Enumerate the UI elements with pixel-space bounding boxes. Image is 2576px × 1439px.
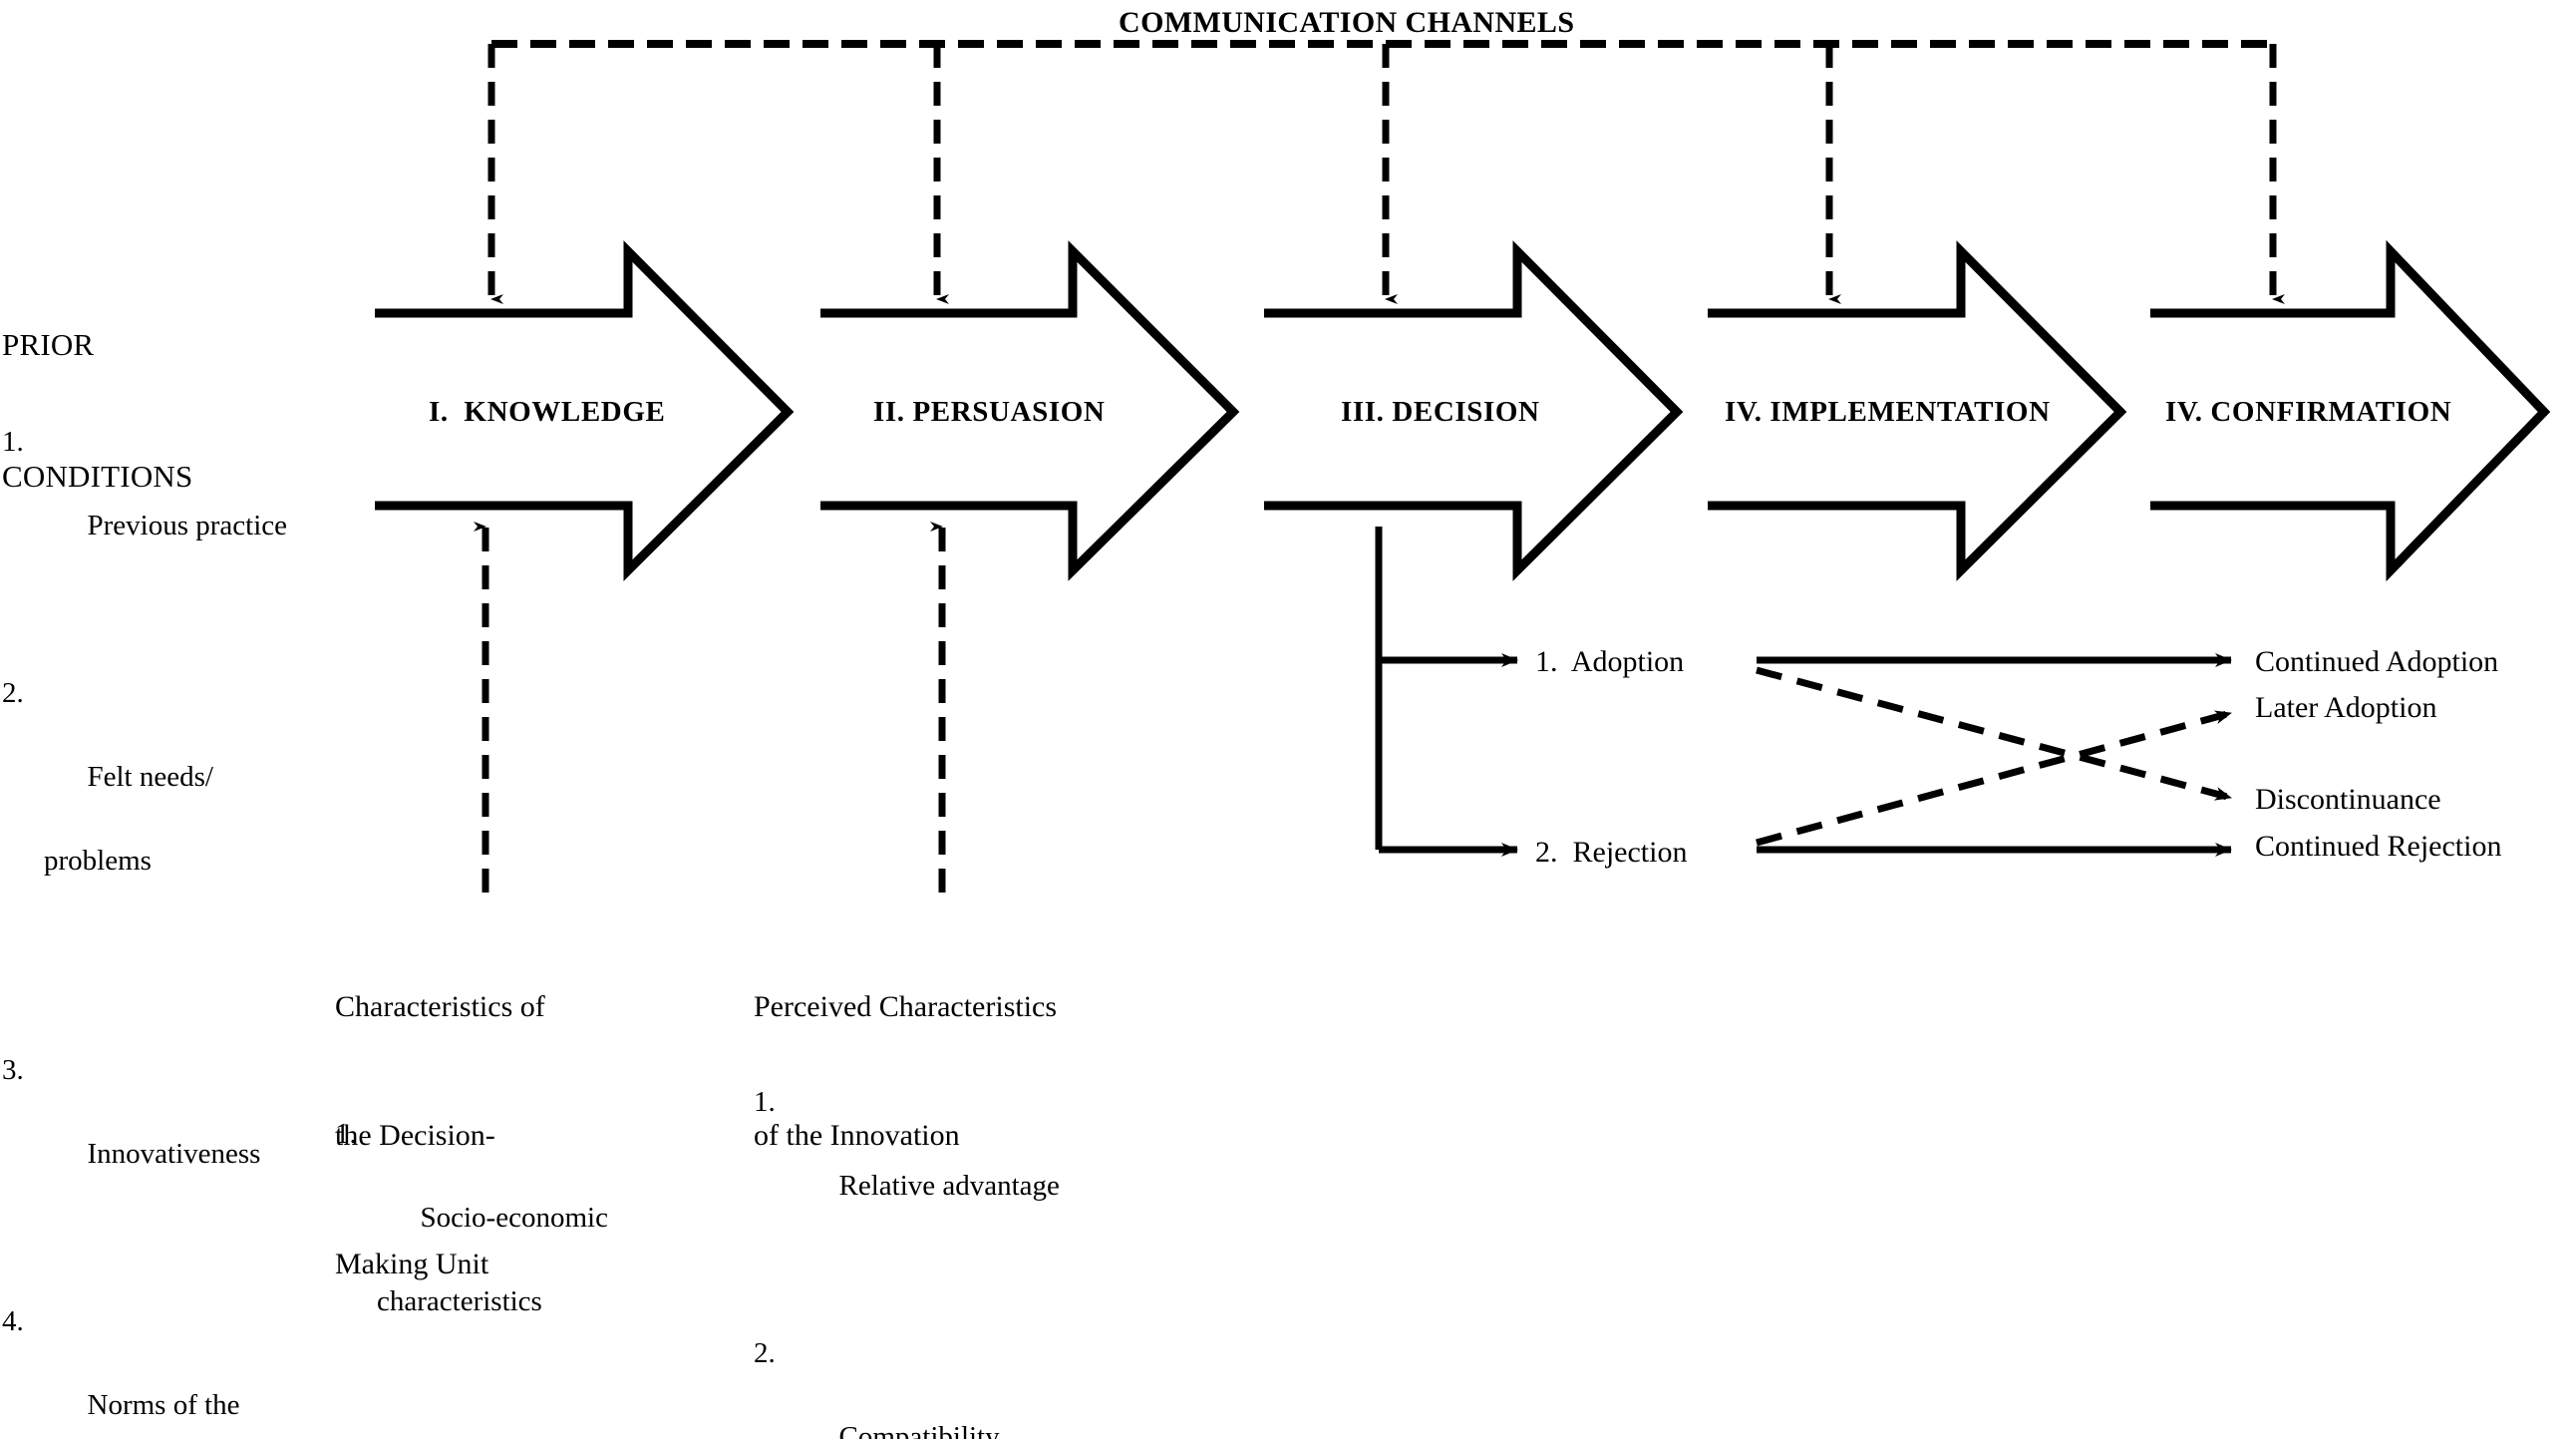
list-item-label: Relative advantage — [838, 1170, 1060, 1202]
stage-label-confirmation: IV. CONFIRMATION — [2165, 396, 2452, 428]
prior-conditions-heading-line1: PRIOR — [2, 327, 95, 362]
list-item: 3. Innovativeness — [2, 1049, 287, 1217]
list-item: 2. Compatibility — [754, 1332, 1060, 1439]
list-item: 1. Relative advantage — [754, 1081, 1060, 1249]
list-item-number: 1. — [754, 1086, 776, 1118]
list-item-number: 3. — [2, 1054, 24, 1086]
note-heading-line: the Decision- — [335, 1119, 495, 1152]
communication-channels-bus — [487, 40, 2285, 304]
outcome-label-later-adoption: Later Adoption — [2255, 691, 2437, 724]
note-heading-decision-making-unit: Characteristics of the Decision- Making … — [335, 899, 545, 1371]
list-item-label: Felt needs/ — [87, 761, 213, 793]
list-item-label: Innovativeness — [87, 1138, 261, 1170]
branch-label-adoption: 1. Adoption — [1535, 645, 1685, 678]
list-item: 4. Norms of the social systems. — [2, 1300, 287, 1439]
note-heading-line: Perceived Characteristics — [754, 990, 1058, 1023]
stage-label-implementation: IV. IMPLEMENTATION — [1725, 396, 2051, 428]
note-list-perceived-characteristics: 1. Relative advantage 2. Compatibility 3… — [754, 997, 1060, 1439]
list-item: 1. Socio-economic characteristics — [335, 1113, 608, 1406]
stage-arrow-outlines — [375, 239, 2551, 582]
list-item: 1. Previous practice — [2, 421, 287, 588]
stage-label-decision: III. DECISION — [1341, 396, 1540, 428]
decision-split-bracket — [1375, 527, 1518, 857]
note-heading-line: of the Innovation — [754, 1119, 960, 1152]
prior-conditions-heading-line2: CONDITIONS — [2, 459, 193, 494]
adoption-to-discontinuance — [1756, 666, 2232, 802]
list-item-label: Compatibility — [838, 1421, 1000, 1439]
list-item-label: Norms of the — [87, 1389, 240, 1421]
upward-dashed-feeds — [474, 522, 946, 893]
note-list-decision-making-unit: 1. Socio-economic characteristics 2. Per… — [335, 1029, 608, 1439]
stage-label-knowledge: I. KNOWLEDGE — [429, 396, 666, 428]
stage-arrow-1 — [375, 240, 795, 581]
list-item-number: 4. — [2, 1305, 24, 1337]
list-item-label: Previous practice — [87, 510, 288, 541]
list-item-number: 2. — [754, 1337, 776, 1369]
stage-arrow-4 — [1708, 240, 2127, 581]
list-item-label: Socio-economic — [420, 1202, 608, 1234]
prior-conditions-heading: PRIOR CONDITIONS — [2, 235, 192, 586]
list-item-label-cont: characteristics — [377, 1285, 542, 1317]
list-item-number: 1. — [2, 426, 24, 458]
rejection-to-later-adoption — [1756, 709, 2232, 847]
outcome-label-discontinuance: Discontinuance — [2255, 783, 2441, 816]
stage-arrow-3 — [1264, 240, 1684, 581]
list-item: 2. Felt needs/ problems — [2, 672, 287, 965]
list-item-number: 2. — [2, 677, 24, 709]
note-heading-line: Characteristics of — [335, 990, 545, 1023]
branch-label-rejection: 2. Rejection — [1535, 836, 1688, 869]
outcome-label-continued-adoption: Continued Adoption — [2255, 645, 2499, 678]
stage-label-persuasion: II. PERSUASION — [873, 396, 1106, 428]
outcome-label-continued-rejection: Continued Rejection — [2255, 830, 2502, 863]
list-item-label-cont: problems — [44, 845, 152, 877]
outcome-connectors — [1756, 653, 2232, 857]
note-heading-perceived-characteristics: Perceived Characteristics of the Innovat… — [754, 899, 1057, 1243]
list-item-number: 1. — [335, 1118, 357, 1150]
prior-conditions-list: 1. Previous practice 2. Felt needs/ prob… — [2, 337, 287, 1439]
stage-arrow-5 — [2150, 239, 2551, 582]
communication-channels-title: COMMUNICATION CHANNELS — [1119, 6, 1575, 39]
stage-arrow-2 — [820, 240, 1240, 581]
note-heading-line: Making Unit — [335, 1248, 489, 1280]
